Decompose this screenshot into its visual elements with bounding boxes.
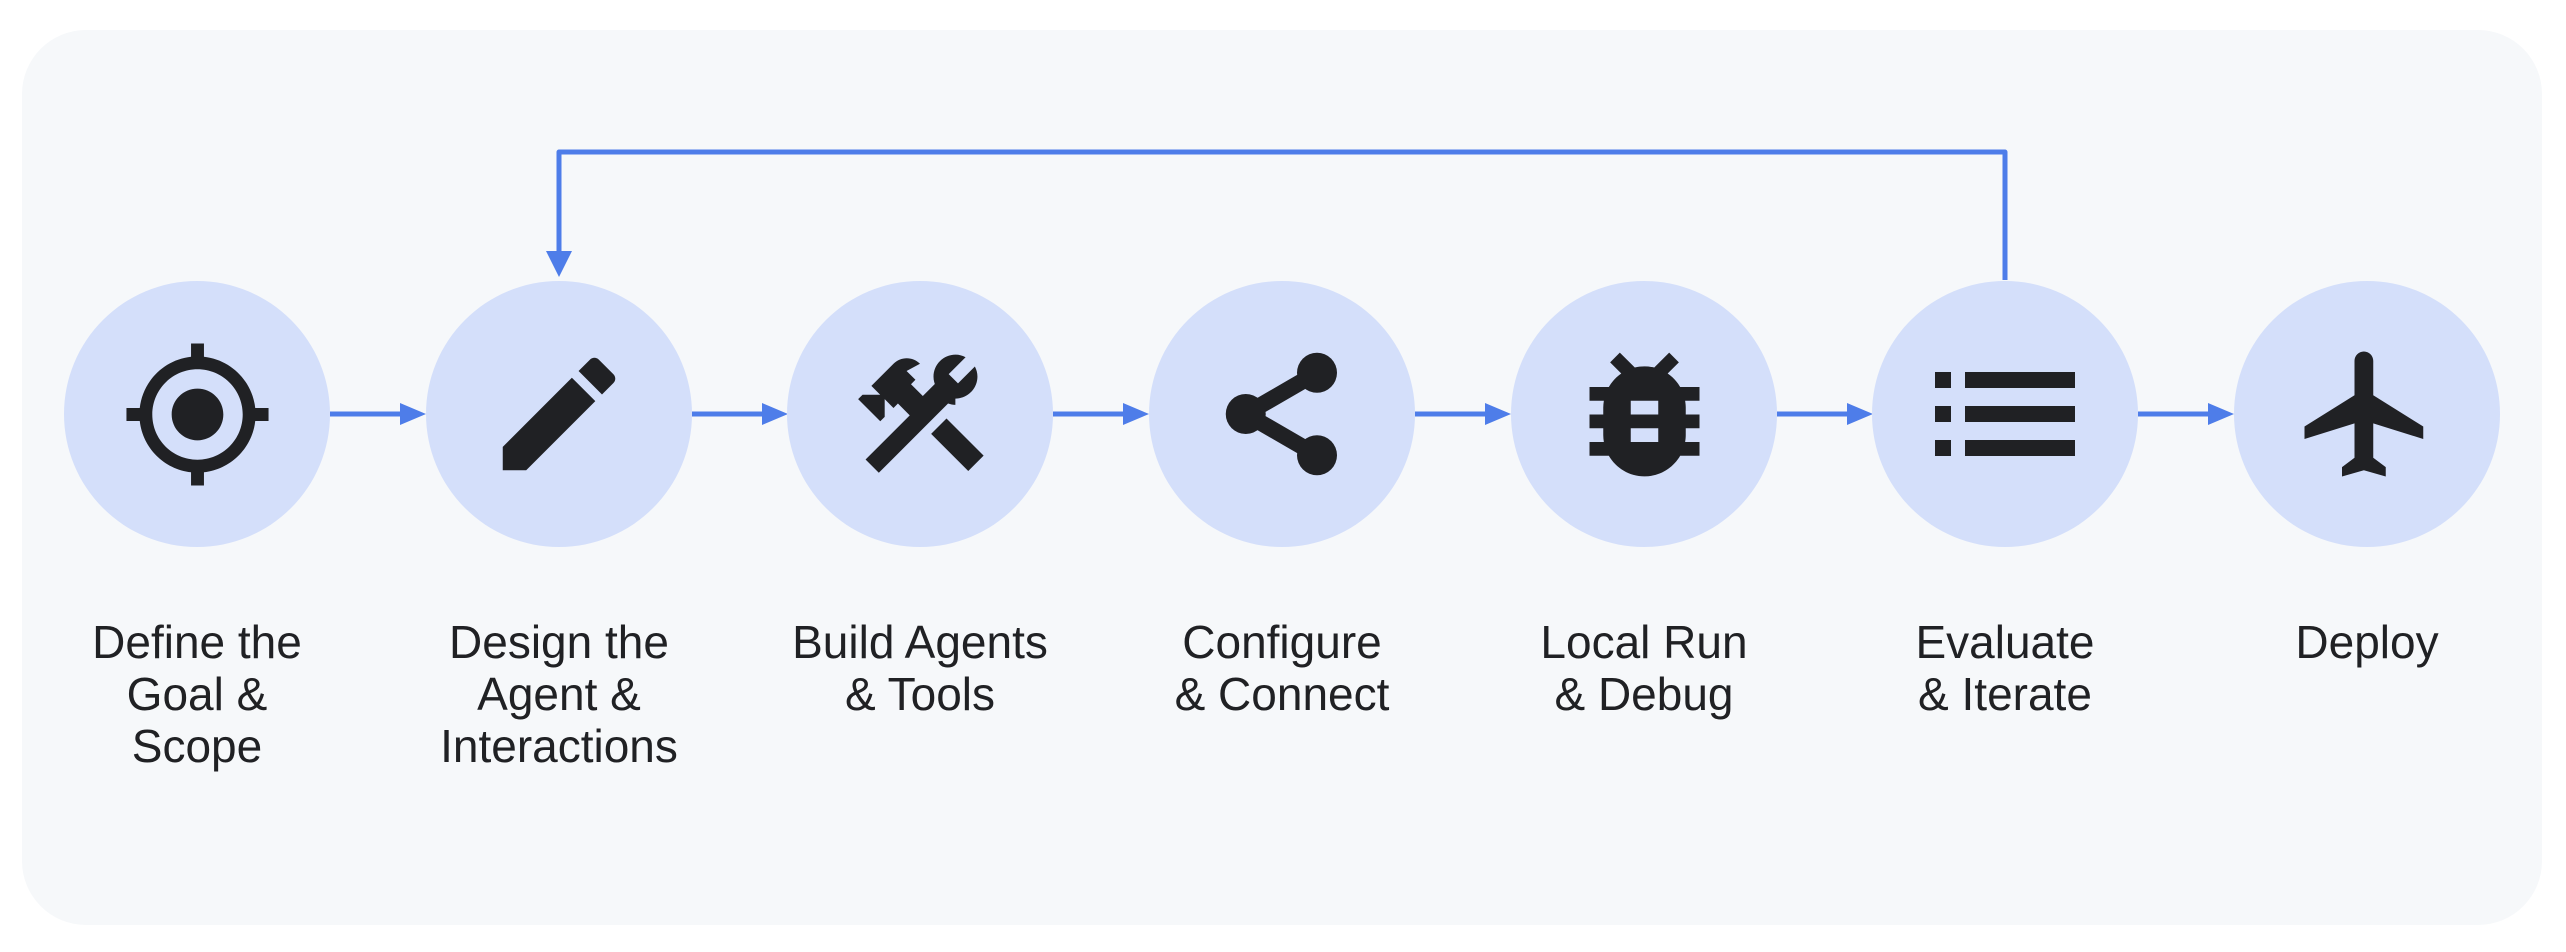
bug-icon <box>1589 352 1699 476</box>
step-label: Evaluate & Iterate <box>1915 616 2095 720</box>
list-icon <box>1935 372 2075 456</box>
pencil-icon <box>502 357 616 471</box>
arrow-right-icon <box>330 403 426 425</box>
share-icon <box>1225 352 1337 476</box>
step-circle <box>426 281 692 547</box>
step-circle <box>787 281 1053 547</box>
step-circle <box>1149 281 1415 547</box>
arrow-right-icon <box>1053 403 1149 425</box>
step-circle <box>2234 281 2500 547</box>
step-label: Define the Goal & Scope <box>92 616 302 772</box>
step-local-run-debug: Local Run & Debug <box>1464 281 1824 720</box>
step-build-agents-tools: Build Agents & Tools <box>740 281 1100 720</box>
step-define-goal-scope: Define the Goal & Scope <box>17 281 377 772</box>
airplane-icon <box>2304 351 2424 477</box>
hammer-wrench-icon <box>858 354 984 473</box>
step-design-agent-interactions: Design the Agent & Interactions <box>379 281 739 772</box>
step-label: Build Agents & Tools <box>792 616 1048 720</box>
arrow-right-icon <box>2138 403 2234 425</box>
target-icon <box>125 342 269 486</box>
step-circle <box>64 281 330 547</box>
arrow-right-icon <box>1777 403 1873 425</box>
step-evaluate-iterate: Evaluate & Iterate <box>1825 281 2185 720</box>
step-label: Configure & Connect <box>1174 616 1390 720</box>
step-label: Design the Agent & Interactions <box>440 616 678 772</box>
arrow-right-icon <box>692 403 788 425</box>
step-label: Local Run & Debug <box>1540 616 1748 720</box>
step-configure-connect: Configure & Connect <box>1102 281 1462 720</box>
step-label: Deploy <box>2295 616 2439 668</box>
step-deploy: Deploy <box>2187 281 2547 668</box>
step-circle <box>1872 281 2138 547</box>
step-circle <box>1511 281 1777 547</box>
arrow-right-icon <box>1415 403 1511 425</box>
